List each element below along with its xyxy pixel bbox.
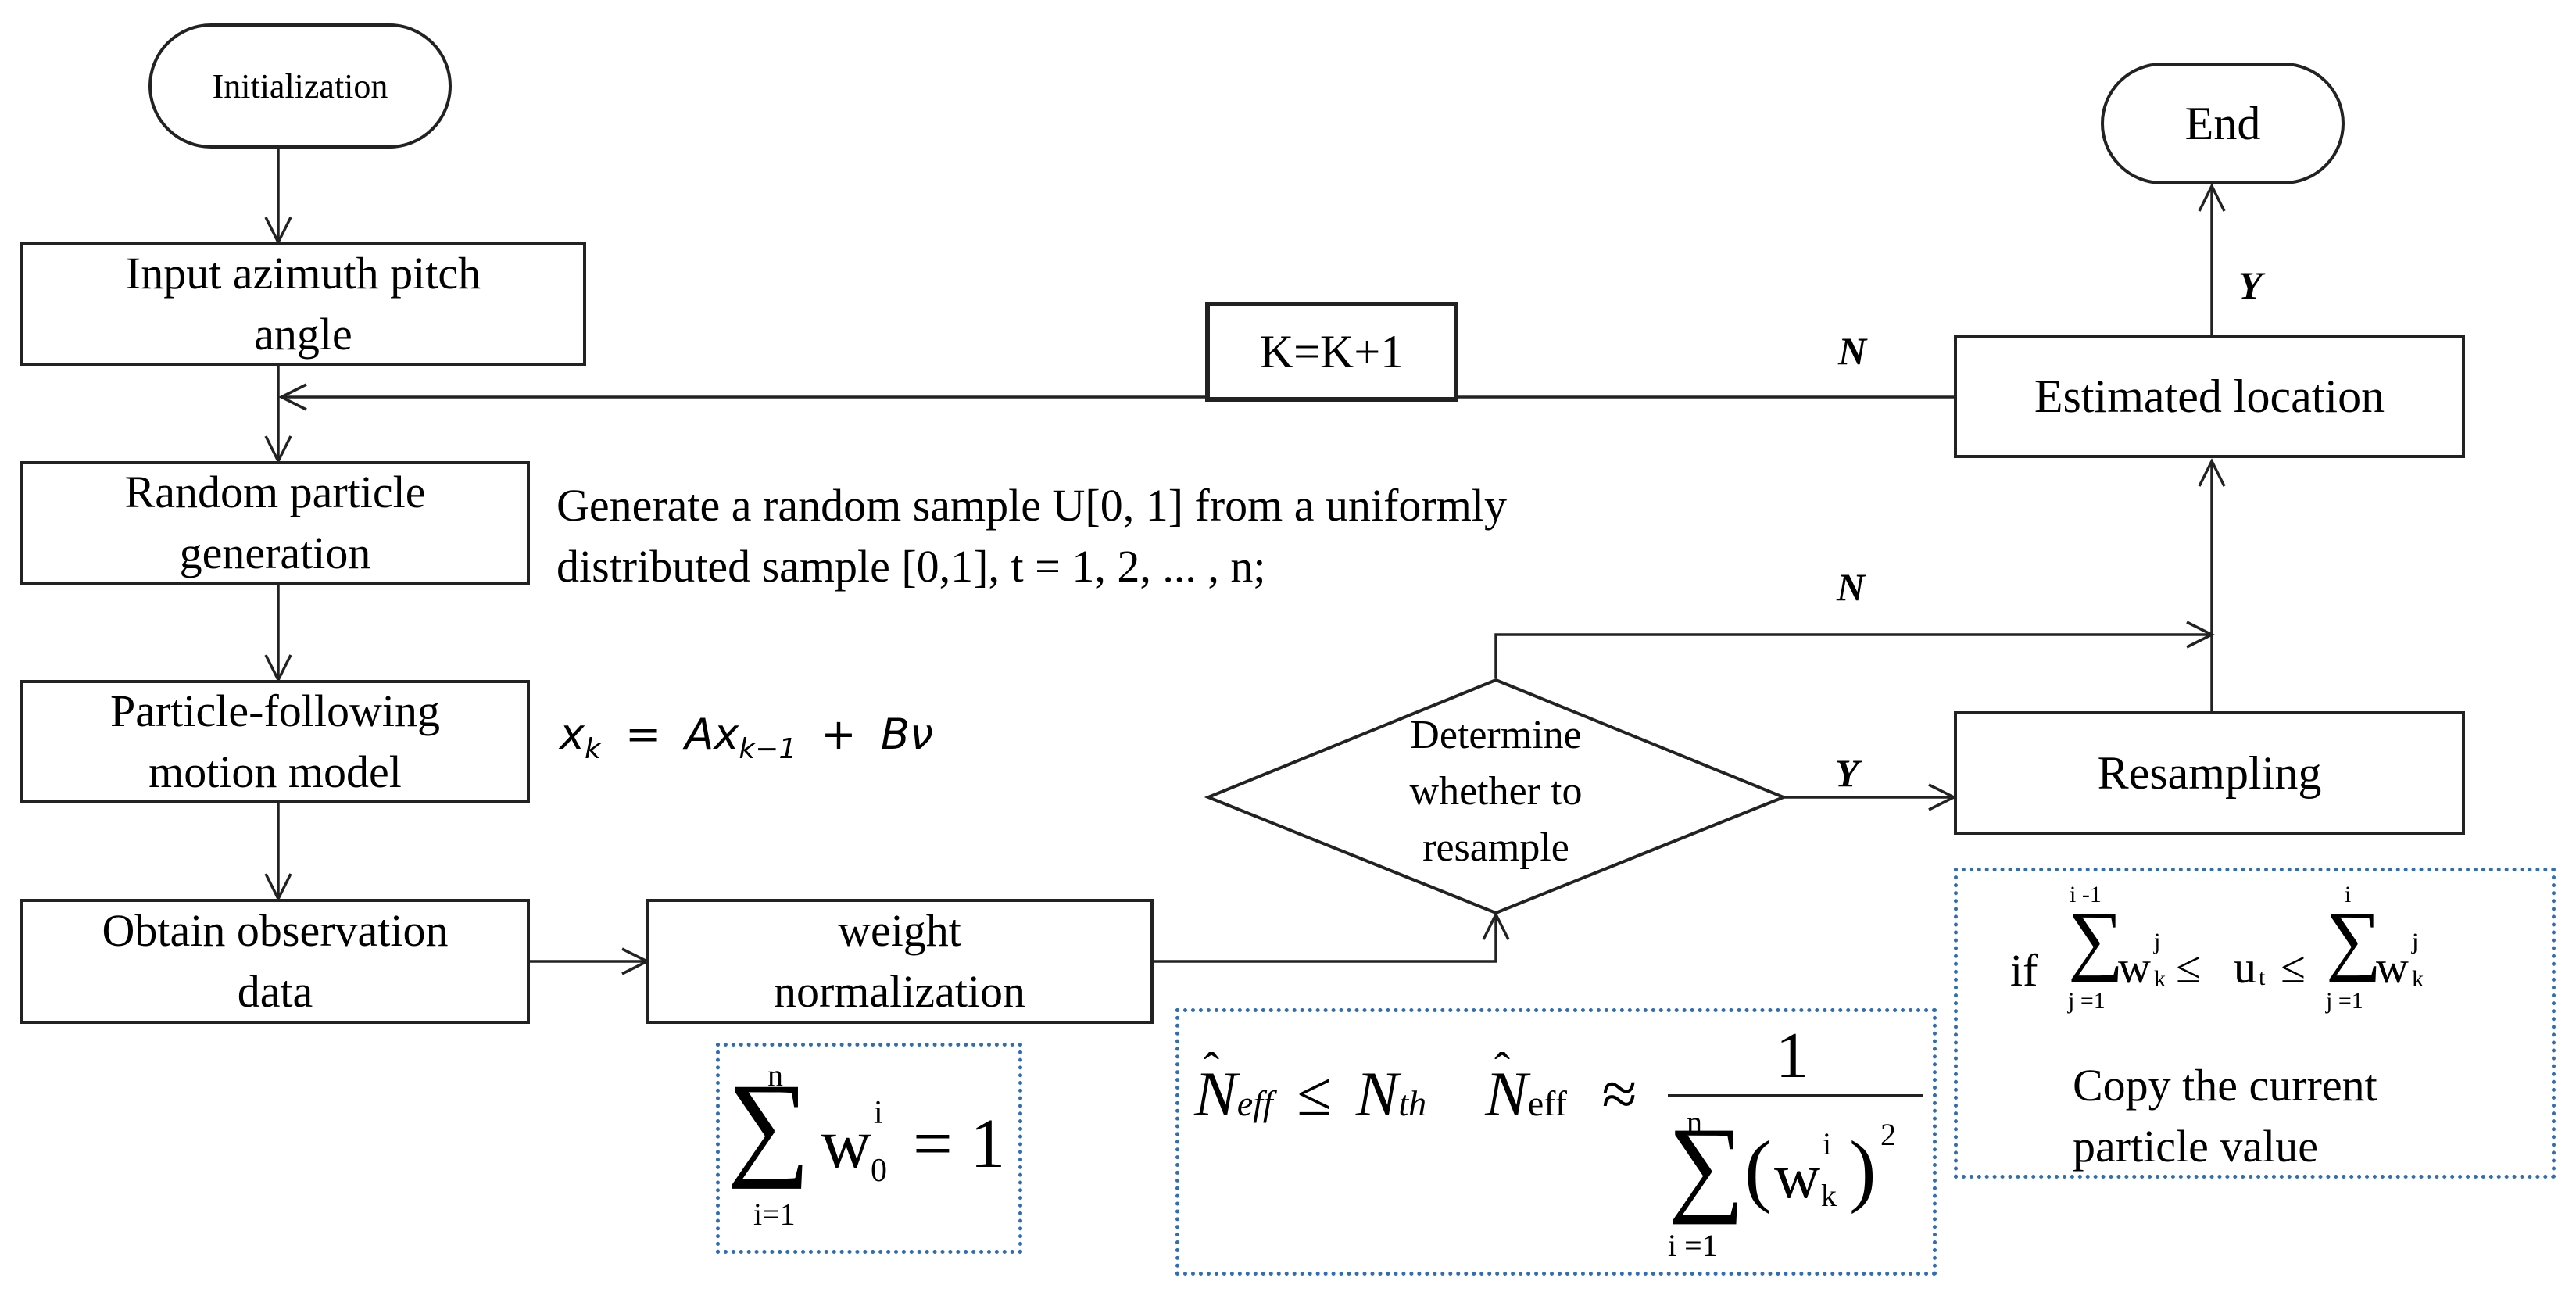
motion-model-line1: Particle-following [109,685,440,736]
motion-equation: xk = Axk−1 + Bν [560,710,934,765]
counter-box: K=K+1 [1205,302,1458,402]
decision-diamond [1204,678,1788,915]
neff-formula-box [1175,1008,1937,1276]
decision-label: Determine whether to resample [1329,707,1663,876]
copy-particle-annotation: Copy the current particle value [2073,1055,2377,1177]
counter-label: K=K+1 [1259,326,1404,378]
estimated-location-box: Estimated location [1954,335,2465,458]
edge-label-no-loop: N [1838,329,1867,373]
random-particle-line1: Random particle [124,467,426,517]
decision-line3: resample [1422,825,1569,870]
initialization-terminal: Initialization [148,23,452,149]
sampling-annotation-line2: distributed sample [0,1], t = 1, 2, ... … [556,541,1266,592]
edge-label-no-skip: N [1837,565,1866,609]
end-label: End [2184,97,2261,149]
weight-normalization-line2: normalization [773,966,1026,1017]
edge-label-yes-end: Y [2238,263,2263,307]
resampling-label: Resampling [2097,747,2322,799]
arrow-weight-to-decision [1152,911,1510,963]
observation-line2: data [237,966,313,1017]
arrow-decision-to-estimated [1494,621,2215,678]
random-particle-box: Random particle generation [20,461,530,585]
random-particle-line2: generation [179,528,371,578]
decision-line1: Determine [1410,713,1582,757]
motion-model-box: Particle-following motion model [20,680,530,803]
weight-sum-formula: n ∑ i=1 w i 0 = 1 [727,1057,1006,1232]
weight-sum-formula-box [716,1043,1022,1254]
sampling-annotation: Generate a random sample U[0, 1] from a … [556,475,1507,597]
input-angle-box: Input azimuth pitch angle [20,242,586,366]
observation-line1: Obtain observation [102,905,449,956]
weight-normalization-line1: weight [838,905,961,956]
end-terminal: End [2101,63,2345,184]
input-angle-line1: Input azimuth pitch [125,248,481,299]
initialization-label: Initialization [212,66,388,106]
observation-box: Obtain observation data [20,899,530,1024]
edge-label-yes-resample: Y [1835,751,1859,795]
resample-condition-box [1954,868,2556,1179]
copy-particle-line1: Copy the current [2073,1060,2377,1111]
sampling-annotation-line1: Generate a random sample U[0, 1] from a … [556,480,1507,531]
decision-line2: whether to [1409,769,1583,814]
resample-condition-formula: if i -1 ∑ j =1 w j k ≤ u t ≤ i ∑ j =1 w … [2010,882,2424,1014]
input-angle-line2: angle [254,309,352,360]
copy-particle-line2: particle value [2073,1121,2318,1172]
estimated-location-label: Estimated location [2034,370,2385,422]
resampling-box: Resampling [1954,711,2465,835]
weight-normalization-box: weight normalization [646,899,1154,1024]
motion-model-line2: motion model [148,746,402,797]
